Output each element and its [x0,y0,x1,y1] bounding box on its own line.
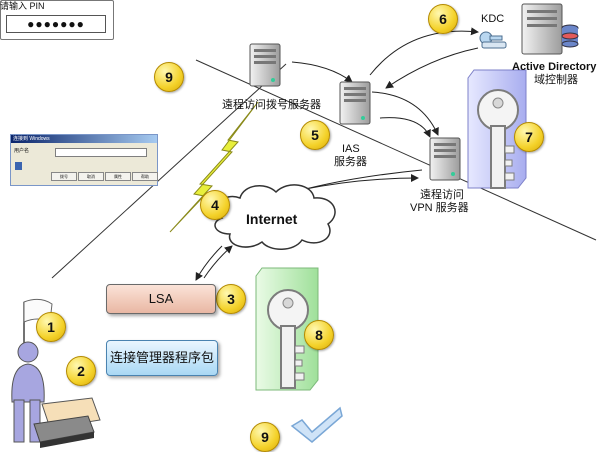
connection-manager-package-box: 连接管理器程序包 [106,340,218,376]
pin-prompt-label: 请输入 PIN [0,1,45,11]
domain-controller-label: 域控制器 [534,74,578,86]
step-badge-7: 7 [514,122,544,152]
active-directory-label: Active Directory [512,61,597,73]
arrow-kdc-to-ias [385,47,479,89]
ias-server-label: 服务器 [334,156,367,168]
vpn-remote-label: 遠程访问 [420,189,464,201]
dialog-computer-icon [15,162,22,170]
step-badge-8: 8 [304,320,334,350]
smartcard-key-blue [467,69,527,189]
vpn-server [429,137,461,181]
connect-dialog-thumbnail: 连接到 Windows 用户名 拨号 取消 属性 帮助 [10,134,158,186]
lsa-box: LSA [106,284,216,314]
step-badge-5: 5 [300,120,330,150]
kdc-label: KDC [481,13,505,25]
dialog-help-button[interactable]: 帮助 [132,172,158,181]
dialog-title: 连接到 Windows [11,135,157,143]
arrow-internet-to-lsa [195,245,223,281]
kdc-icon [479,31,507,49]
step-badge-1: 1 [36,312,66,342]
step-badge-3: 3 [216,284,246,314]
dialog-properties-button[interactable]: 属性 [105,172,131,181]
step-badge-2: 2 [66,356,96,386]
dialup-server-label: 遠程访问拨号服务器 [222,99,321,111]
smartcard-reader-icon [33,397,101,448]
dialog-field-label: 用户名 [14,148,30,154]
arrow-dialup-to-ias [291,61,353,83]
success-checkmark-icon [290,406,343,443]
step-badge-9-bottom: 9 [250,422,280,452]
boundary-line-left [51,63,287,279]
dialup-lightning [169,101,259,233]
pin-entry-box: 请输入 PIN ●●●●●●● [0,0,114,40]
arrow-ias-to-vpn-b [379,117,431,138]
internet-cloud [214,184,336,250]
step-badge-9-top: 9 [154,62,184,92]
dialog-username-input[interactable] [55,148,147,157]
internet-label: Internet [246,211,298,227]
arrow-ias-to-kdc [369,27,479,76]
dialog-cancel-button[interactable]: 取消 [78,172,104,181]
dialog-dial-button[interactable]: 拨号 [51,172,77,181]
arrow-ias-to-vpn-a [371,91,439,136]
active-directory-server [521,3,579,55]
arrow-internet-to-vpn [299,174,419,191]
boundary-line-top [195,59,597,241]
step-badge-4: 4 [200,190,230,220]
smartcard-key-green [255,267,319,391]
vpn-server-label: VPN 服务器 [410,202,469,214]
pin-input[interactable]: ●●●●●●● [6,15,106,33]
arrow-lsa-to-internet [203,245,233,279]
ias-label: IAS [342,143,360,155]
step-badge-6: 6 [428,4,458,34]
ias-server [339,81,371,125]
dialup-server [249,43,281,87]
